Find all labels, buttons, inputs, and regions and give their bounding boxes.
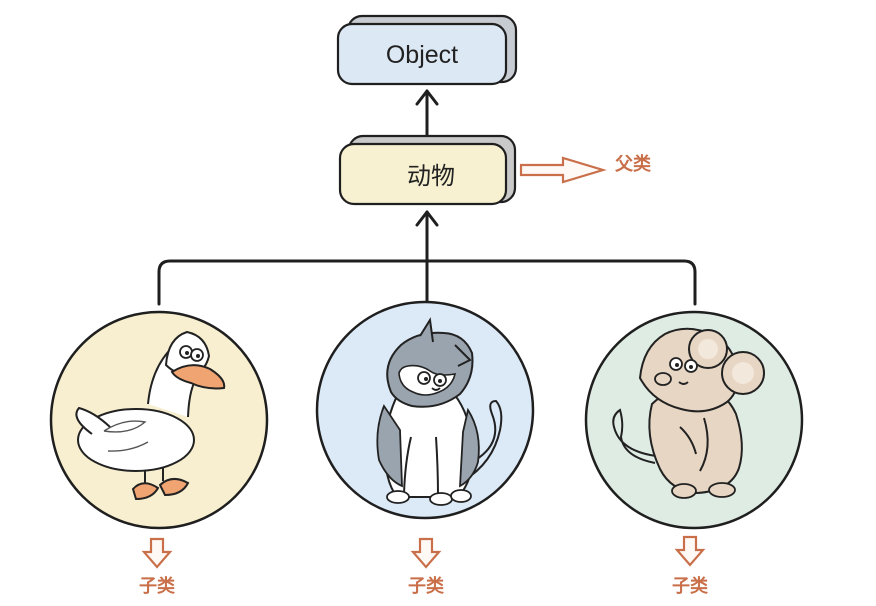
root-node-label: Object bbox=[386, 41, 458, 69]
parent-annotation-arrow bbox=[519, 156, 607, 184]
mouse-foot-right bbox=[708, 482, 736, 498]
arrowhead-root bbox=[415, 89, 439, 106]
cat-leg-right bbox=[435, 436, 439, 497]
duck-beak bbox=[170, 364, 226, 390]
cat-paw-right bbox=[429, 492, 453, 506]
cat-tail bbox=[459, 399, 503, 482]
duck-pupil-left bbox=[185, 351, 189, 355]
child-annotation-mouse: 子类 bbox=[672, 535, 709, 597]
child-annotation-arrow-duck bbox=[141, 537, 173, 569]
duck-foot-left bbox=[131, 482, 160, 501]
root-node: Object bbox=[336, 14, 518, 86]
cat-back-right bbox=[459, 407, 480, 488]
connectors bbox=[157, 89, 697, 306]
cat-leg-left bbox=[403, 436, 412, 495]
mouse-pupil-right bbox=[689, 365, 693, 369]
cat-paw-back bbox=[450, 489, 472, 503]
parent-annotation: 父类 bbox=[519, 153, 652, 184]
duck-pupil-right bbox=[196, 354, 200, 358]
mouse-ear-inner-left bbox=[698, 339, 718, 359]
cat-pupil-right bbox=[438, 379, 442, 383]
duck-feathers bbox=[107, 441, 149, 452]
arrowhead-parent bbox=[415, 210, 439, 227]
child-annotation-cat: 子类 bbox=[408, 537, 445, 597]
mouse-nose bbox=[654, 372, 672, 386]
child-annotation-arrow-cat bbox=[410, 537, 442, 569]
parent-node: 动物 bbox=[338, 134, 517, 206]
mouse-mouth bbox=[678, 381, 689, 385]
parent-node-label: 动物 bbox=[407, 162, 455, 190]
child-annotation-arrow-mouse bbox=[674, 535, 706, 567]
cat-eye-left bbox=[417, 371, 431, 385]
root-node-box bbox=[336, 22, 508, 86]
cat-ear-left bbox=[419, 317, 434, 343]
child-node-cat bbox=[315, 300, 535, 520]
mouse-arm bbox=[679, 426, 697, 455]
child-node-mouse bbox=[584, 310, 804, 530]
mouse-ear-inner-right bbox=[732, 362, 754, 384]
mouse-foot-left bbox=[671, 483, 697, 499]
mouse-front-leg bbox=[699, 417, 709, 472]
cat-paw-left bbox=[386, 490, 410, 504]
cat-mouth bbox=[431, 387, 441, 391]
child-node-duck bbox=[49, 310, 269, 530]
cat-back-left bbox=[376, 404, 403, 488]
duck-tail bbox=[75, 406, 111, 435]
child-annotation-label-cat: 子类 bbox=[408, 575, 445, 597]
mouse-tail bbox=[612, 408, 657, 464]
child-annotation-duck: 子类 bbox=[139, 537, 176, 597]
mouse-pupil-left bbox=[675, 363, 679, 367]
child-annotation-label-mouse: 子类 bbox=[672, 575, 709, 597]
child-annotation-label-duck: 子类 bbox=[139, 575, 176, 597]
cat-ear-right bbox=[454, 344, 472, 367]
cat-pupil-left bbox=[424, 377, 428, 381]
duck-wing bbox=[103, 420, 147, 433]
parent-node-box bbox=[338, 142, 508, 206]
duck-foot-right bbox=[158, 478, 190, 497]
parent-annotation-label: 父类 bbox=[615, 153, 652, 175]
